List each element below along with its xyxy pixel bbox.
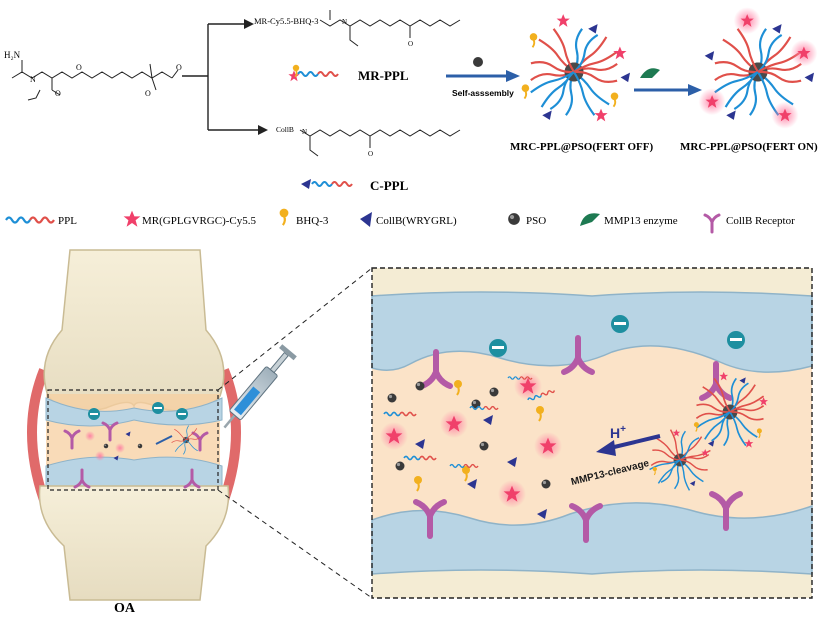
- nh2-group: H₂N: [4, 50, 21, 60]
- syringe-plunger: [269, 351, 289, 374]
- syringe: [223, 344, 297, 429]
- zoom-cartilage-bottom: [371, 502, 813, 575]
- legend-label-mr: MR(GPLGVRGC)-Cy5.5: [142, 215, 256, 227]
- legend-item-mr: MR(GPLGVRGC)-Cy5.5: [123, 210, 256, 227]
- n-atom: N: [30, 75, 36, 84]
- o-atom-1: O: [55, 89, 61, 98]
- legend-item-ppl: PPL: [5, 215, 77, 227]
- mrppl-o-atom: O: [408, 40, 413, 48]
- zoom-connector-bottom: [217, 489, 373, 599]
- micelle-fert-off: [516, 14, 632, 130]
- state-off-label: MRC-PPL@PSO(FERT OFF): [510, 141, 653, 153]
- ligament-left: [27, 368, 49, 502]
- charge-markers: [489, 315, 745, 357]
- mrppl-name: MR-PPL: [358, 68, 409, 83]
- cartilage-bottom: [45, 456, 223, 487]
- mmp13-enzyme-arrow: [640, 68, 660, 78]
- tibia-bone: [38, 485, 230, 601]
- cppl-name: C-PPL: [370, 178, 409, 193]
- cleavage-arrow-head: [688, 84, 702, 96]
- legend-label-bhq: BHQ-3: [296, 215, 329, 227]
- mrppl-formula: MR-Cy5.5-BHQ-3: [254, 16, 318, 26]
- zoom-panel: H+ MMP13-cleavage: [371, 267, 813, 599]
- legend-label-mmp13: MMP13 enzyme: [604, 215, 678, 227]
- joint-cleavage-arrow: [155, 435, 173, 445]
- self-assembly-label: Self-asssembly: [452, 88, 514, 98]
- femur-bone: [43, 249, 225, 412]
- legend-item-pso: PSO: [508, 213, 546, 227]
- syringe-needle: [223, 412, 237, 429]
- state-on-label: MRC-PPL@PSO(FERT ON): [680, 141, 818, 153]
- legend: PPL MR(GPLGVRGC)-Cy5.5 BHQ-3 CollB(WRYGR…: [5, 207, 795, 234]
- legend-item-bhq: BHQ-3: [278, 207, 329, 227]
- o-atom-4: O: [176, 63, 182, 72]
- knee-joint: OA: [27, 249, 241, 616]
- mrppl-glyph: [288, 64, 339, 82]
- joint-label: OA: [114, 601, 136, 616]
- zoom-cleavage-arrow: [609, 434, 661, 450]
- legend-label-pso: PSO: [526, 215, 546, 227]
- syringe-liquid: [234, 386, 261, 416]
- micelle-fert-on: [698, 7, 818, 130]
- mrppl-structure: [319, 10, 461, 47]
- released-components: [380, 372, 562, 519]
- branch-arrows: [182, 23, 258, 131]
- syringe-plunger-cap: [279, 344, 297, 361]
- legend-item-collb: CollB(WRYGRL): [360, 212, 457, 227]
- zoom-bone-bottom: [372, 569, 812, 598]
- cppl-structure: [299, 129, 461, 157]
- cartilage-top: [45, 397, 223, 427]
- legend-item-mmp13: MMP13 enzyme: [580, 213, 678, 227]
- cppl-formula: CollB: [276, 125, 294, 134]
- zoom-cartilage-top: [371, 291, 813, 373]
- legend-label-ppl: PPL: [58, 215, 77, 227]
- legend-item-receptor: CollB Receptor: [703, 213, 795, 234]
- cppl-glyph: [301, 179, 353, 189]
- ligament-right: [219, 368, 241, 502]
- arrow-head-top: [244, 19, 254, 29]
- legend-label-collb: CollB(WRYGRL): [376, 215, 457, 227]
- pso-particle-arrow: [473, 57, 483, 67]
- cppl-o-atom: O: [368, 150, 373, 158]
- o-atom-2: O: [76, 63, 82, 72]
- zoom-frame: [371, 267, 813, 599]
- mrppl-n-atom: N: [342, 18, 347, 26]
- cppl-n-atom: N: [302, 128, 307, 136]
- arrow-head-bottom: [258, 125, 268, 135]
- base-polymer-structure: [11, 60, 179, 101]
- joint-particles: [63, 402, 209, 489]
- zoom-connector-top: [217, 267, 373, 391]
- o-atom-3: O: [145, 89, 151, 98]
- zoom-source-box: [47, 389, 219, 491]
- zoom-cleavage-arrow-head: [596, 440, 616, 456]
- legend-label-receptor: CollB Receptor: [726, 215, 795, 227]
- synthesis-scheme: H₂N N O O O O MR-Cy5.5-BHQ-3 N O MR: [4, 7, 818, 193]
- self-assembly-arrow-head: [506, 70, 520, 82]
- proton-label: H+: [610, 424, 626, 441]
